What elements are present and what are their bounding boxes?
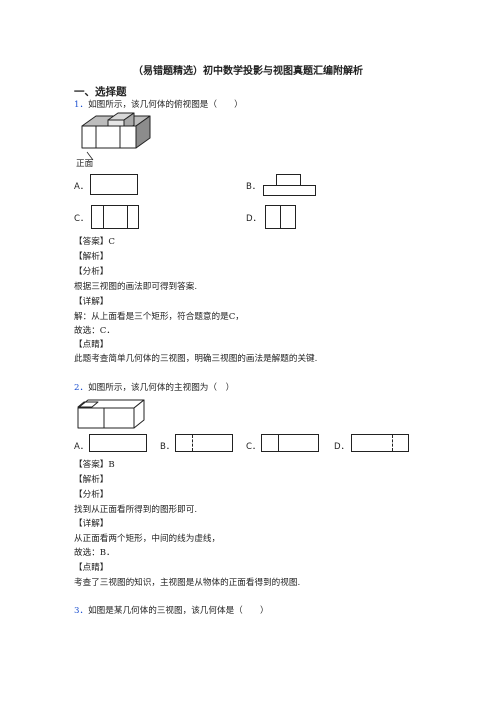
question-2-stem: 2．如图所示，该几何体的主视图为（ ） (74, 381, 234, 393)
q1-xiangjie: 【详解】 (74, 297, 109, 307)
question-3-text: 如图是某几何体的三视图，该几何体是（ ） (88, 606, 269, 616)
q2-option-d-figure[interactable] (351, 434, 409, 452)
question-1-number: 1． (74, 100, 89, 110)
front-label: 正面 (76, 159, 94, 169)
q2-option-b-label[interactable]: B． (160, 442, 175, 452)
q1-option-a-label[interactable]: A． (74, 182, 89, 192)
q1-option-a-figure[interactable] (90, 174, 138, 195)
q1-dianjing: 【点睛】 (74, 340, 109, 350)
page-title: （易错题精选）初中数学投影与视图真题汇编附解析 (133, 66, 363, 77)
q1-dianjing-text: 此题考查简单几何体的三视图，明确三视图的画法是解题的关键. (74, 354, 318, 364)
question-3-stem: 3．如图是某几何体的三视图，该几何体是（ ） (74, 604, 269, 616)
q1-option-d-figure[interactable] (265, 205, 296, 229)
q2-option-b-figure[interactable] (175, 434, 233, 452)
q1-option-c-label[interactable]: C． (74, 214, 89, 224)
q1-fenxi: 【分析】 (74, 267, 109, 277)
question-2-number: 2． (74, 383, 89, 393)
q1-fenxi-text: 根据三视图的画法即可得到答案. (74, 282, 198, 292)
q2-option-d-label[interactable]: D． (334, 442, 350, 452)
q2-dianjing: 【点睛】 (74, 563, 109, 573)
q2-option-c-label[interactable]: C． (246, 442, 261, 452)
q2-jiexi: 【解析】 (74, 475, 109, 485)
q1-option-d-label[interactable]: D． (246, 214, 262, 224)
q2-xiangjie: 【详解】 (74, 519, 109, 529)
q2-conclusion: 故选：B． (74, 548, 115, 558)
q1-detail: 解：从上面看是三个矩形，符合题意的是C， (74, 312, 244, 322)
front-arrow-icon (86, 151, 94, 161)
q1-jiexi: 【解析】 (74, 252, 109, 262)
question-2-text: 如图所示，该几何体的主视图为（ ） (88, 383, 235, 393)
q2-dianjing-text: 考查了三视图的知识，主视图是从物体的正面看得到的视图. (74, 578, 301, 588)
q1-answer: 【答案】C (74, 237, 115, 247)
q2-fenxi: 【分析】 (74, 490, 109, 500)
q1-option-b-label[interactable]: B． (246, 182, 261, 192)
section-heading: 一、选择题 (74, 86, 127, 98)
q1-option-b-figure-bottom[interactable] (263, 185, 316, 196)
q2-answer: 【答案】B (74, 460, 115, 470)
q1-option-c-figure[interactable] (91, 205, 139, 229)
q2-fenxi-text: 找到从正面看所得到的图形即可. (74, 505, 198, 515)
q2-option-c-figure[interactable] (261, 434, 319, 452)
q1-conclusion: 故选：C． (74, 326, 115, 336)
question-1-text: 如图所示，该几何体的俯视图是（ ） (88, 100, 243, 110)
question-3-number: 3． (74, 606, 89, 616)
question-2-solid-figure (77, 399, 145, 429)
q2-option-a-figure[interactable] (89, 434, 147, 452)
q2-option-a-label[interactable]: A． (74, 442, 89, 452)
question-1-solid-figure (81, 112, 151, 161)
question-1-stem: 1．如图所示，该几何体的俯视图是（ ） (74, 98, 243, 110)
q2-detail: 从正面看两个矩形，中间的线为虚线， (74, 534, 221, 544)
